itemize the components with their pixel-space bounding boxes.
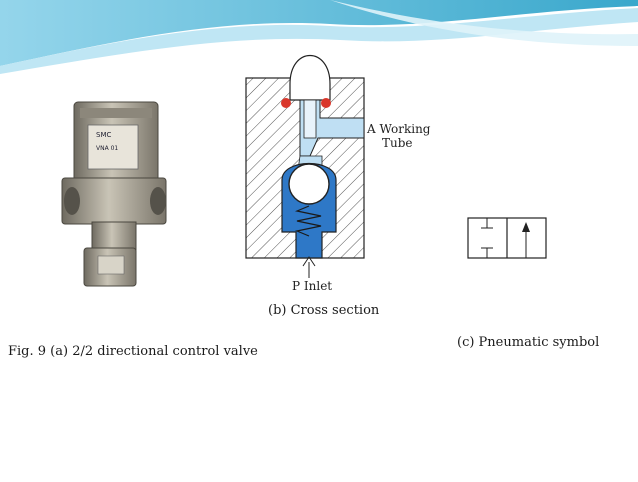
flow-arrow-head	[522, 222, 530, 232]
label-working: A Working	[366, 122, 431, 136]
pneumatic-symbol	[467, 217, 547, 259]
caption-fig-c: (c) Pneumatic symbol	[457, 335, 600, 350]
ball-valve	[288, 163, 330, 205]
photo-model-text: VNA 01	[96, 145, 118, 152]
cross-section-diagram: A Working Tube P Inlet	[245, 55, 431, 293]
photo-label-plate	[87, 124, 139, 170]
photo-brand-text: SMC	[96, 131, 111, 139]
inlet-arrow-head	[302, 256, 316, 267]
valve-photo: SMC VNA 01	[60, 97, 172, 290]
label-p-inlet: P Inlet	[292, 279, 332, 293]
header-waves	[0, 0, 638, 74]
seal-right	[321, 98, 331, 108]
seal-left	[281, 98, 291, 108]
plunger	[289, 55, 331, 101]
label-tube: Tube	[382, 136, 413, 150]
caption-fig-b: (b) Cross section	[268, 303, 380, 318]
spring	[294, 205, 322, 237]
caption-fig-a: Fig. 9 (a) 2/2 directional control valve	[8, 344, 258, 359]
